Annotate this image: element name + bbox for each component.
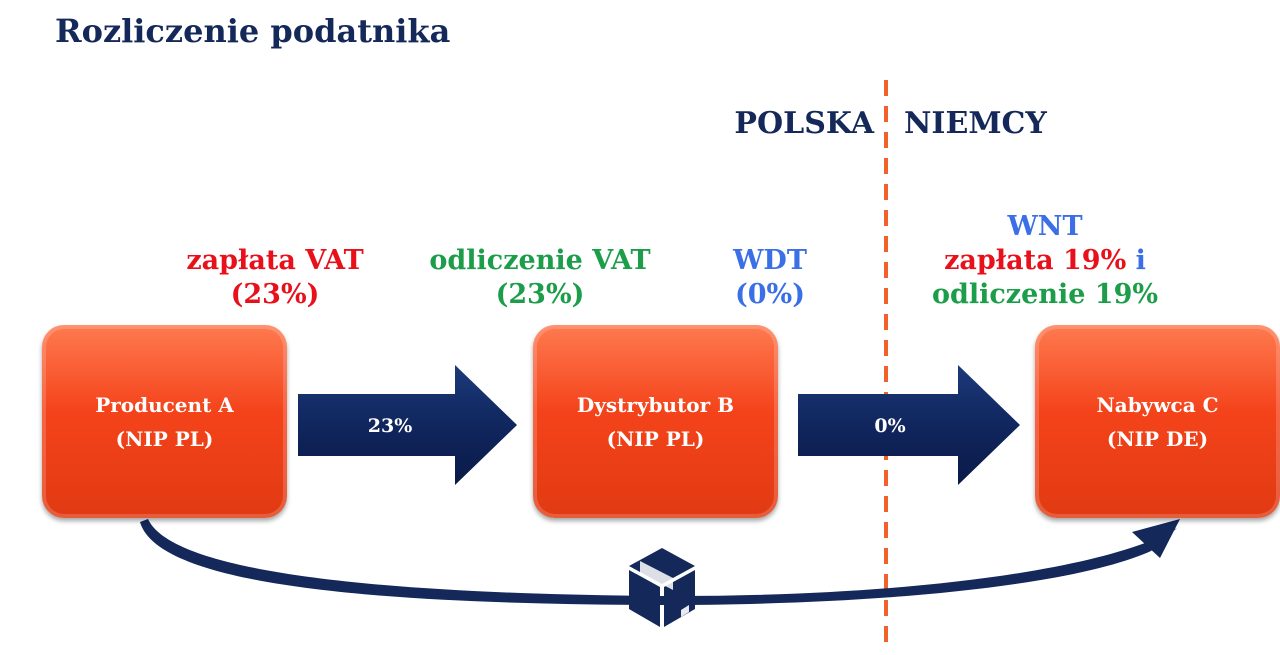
entity-box-producer: Producent A (NIP PL) bbox=[42, 325, 287, 518]
arrow-label-2: 0% bbox=[874, 415, 906, 437]
label-vat-payment-line2: (23%) bbox=[230, 279, 320, 310]
label-vat-deduction-line2: (23%) bbox=[495, 279, 585, 310]
entity-box-distributor: Dystrybutor B (NIP PL) bbox=[533, 325, 778, 518]
entity-nip: (NIP PL) bbox=[606, 426, 705, 451]
label-wnt-line1: WNT bbox=[1007, 211, 1083, 242]
flow-arrow-1 bbox=[298, 365, 517, 485]
label-vat-deduction-line1: odliczenie VAT bbox=[429, 245, 651, 276]
shipment-arrowhead bbox=[1132, 519, 1180, 558]
label-wnt-deduction: odliczenie 19% bbox=[931, 279, 1159, 310]
label-wnt-payment: zapłata 19% bbox=[944, 245, 1127, 276]
label-vat-payment: zapłata VAT (23%) bbox=[160, 244, 390, 312]
entity-name: Dystrybutor B bbox=[576, 392, 735, 417]
page-title: Rozliczenie podatnika bbox=[55, 12, 451, 50]
label-wnt-conjunction: i bbox=[1135, 245, 1146, 276]
entity-name: Producent A bbox=[95, 392, 234, 417]
country-label-poland: POLSKA bbox=[734, 106, 874, 141]
label-wdt-line1: WDT bbox=[733, 245, 807, 276]
label-wdt-line2: (0%) bbox=[735, 279, 805, 310]
arrow-label-1: 23% bbox=[367, 415, 413, 437]
label-wdt: WDT (0%) bbox=[700, 244, 840, 312]
country-label-germany: NIEMCY bbox=[904, 106, 1047, 141]
label-vat-deduction: odliczenie VAT (23%) bbox=[410, 244, 670, 312]
label-wnt: WNT zapłata 19% i odliczenie 19% bbox=[925, 210, 1165, 312]
entity-nip: (NIP DE) bbox=[1106, 426, 1209, 451]
label-wnt-line2: zapłata 19% i bbox=[925, 244, 1165, 278]
entity-box-buyer: Nabywca C (NIP DE) bbox=[1035, 325, 1280, 518]
entity-nip: (NIP PL) bbox=[115, 426, 214, 451]
label-vat-payment-line1: zapłata VAT bbox=[186, 245, 364, 276]
package-icon bbox=[629, 548, 695, 627]
entity-name: Nabywca C bbox=[1096, 392, 1219, 417]
flow-arrow-2 bbox=[798, 365, 1020, 485]
